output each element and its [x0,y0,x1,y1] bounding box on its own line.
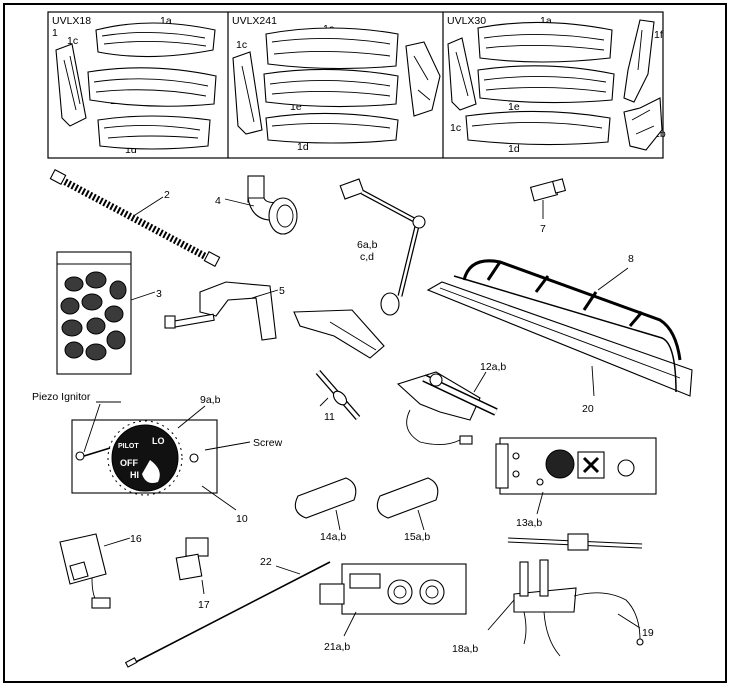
log-1c-p3 [447,37,477,111]
log-1d-p3 [465,110,611,146]
log-1e [87,67,217,107]
panel-title-uvlx30: UVLX30 [447,15,486,27]
control-knob[interactable] [111,424,179,492]
callout-21: 21a,b [324,641,350,653]
knob-lo-text: LO [152,436,165,446]
label-1a-p3: 1a [540,15,552,27]
gas-valve-13: 13a,b [495,437,657,529]
callout-7: 7 [540,223,546,235]
adapter-fitting: 17 [175,537,210,611]
mounting-clamp: 5 [164,281,285,341]
label-1b-p3: 1b [654,128,666,140]
panel-subtitle: 1 [52,27,58,39]
thermocouple: 11 [315,370,361,423]
callout-8: 8 [628,253,634,265]
label-1d: 1d [125,144,137,156]
bracket-plate [293,309,385,359]
orifice: 7 [529,178,567,235]
callout-15: 15a,b [404,531,430,543]
label-1d-p3: 1d [508,143,520,155]
log-1f-p3 [623,19,655,103]
knob-hi-text: HI [130,470,139,480]
callout-13: 13a,b [516,517,542,529]
piezo-module: 16 [59,533,142,609]
callout-2: 2 [164,189,170,201]
callout-4: 4 [215,195,221,207]
screw-label: Screw [253,437,283,449]
log-1a-p2 [265,27,399,70]
log-1a [95,22,216,58]
log-1d [97,115,211,150]
callout-20: 20 [582,403,594,415]
callout-12: 12a,b [480,361,506,373]
label-1c: 1c [67,35,78,47]
callout-10: 10 [236,513,248,525]
callout-11: 11 [324,411,335,423]
lava-rock-bag: 3 [56,251,162,375]
pilot-assembly: 6a,b c,d [339,178,426,316]
callout-14: 14a,b [320,531,346,543]
log-1c-p2 [232,51,263,135]
burner-assembly: 8 20 [426,253,693,415]
label-1a: 1a [160,15,172,27]
log-1e-p2 [263,68,399,108]
log-1b-p2 [405,41,441,117]
callout-17: 17 [198,599,210,611]
knob-pilot-text: PILOT [118,443,139,450]
log-1e-p3 [477,65,615,104]
log-set-panel: UVLX18 1 1a 1c 1e 1d UVLX241 1a 1c 1e 1b… [47,11,666,159]
log-1a-p3 [477,21,613,63]
log-1d-p2 [265,112,399,144]
label-1e-p2: 1e [290,101,302,113]
label-1f-p3: 1f [654,29,663,41]
log-1c [55,43,87,127]
label-1c-p3: 1c [450,122,461,134]
pilot-valve-assembly: 12a,b [396,361,506,445]
label-1c-p2: 1c [236,39,247,51]
label-1e-p3: 1e [508,101,520,113]
panel-title-uvlx18: UVLX18 [52,15,91,27]
callout-6ab: 6a,b [357,239,378,251]
elbow-fitting: 4 [215,175,298,235]
callout-9: 9a,b [200,394,221,406]
ignitor-wire: 22 [124,556,331,668]
tube-15: 15a,b [376,477,439,543]
pilot-bracket-assembly: 18a,b 19 [452,533,654,657]
gas-valve-21: 21a,b [319,563,467,653]
label-1d-p2: 1d [297,141,309,153]
callout-18: 18a,b [452,643,478,655]
callout-6cd: c,d [360,251,374,263]
callout-16: 16 [130,533,142,545]
control-panel: PILOT OFF LO HI Piezo Ignitor Screw 9a,b… [32,391,283,525]
callout-22: 22 [260,556,272,568]
log-1b-p3 [623,97,663,151]
knob-off-text: OFF [120,458,138,468]
callout-5: 5 [279,285,285,297]
callout-19: 19 [642,627,654,639]
tube-14: 14a,b [294,477,357,543]
panel-title-uvlx241: UVLX241 [232,15,277,27]
flex-gas-line: 2 [49,169,221,267]
piezo-ignitor-label: Piezo Ignitor [32,391,91,403]
callout-3: 3 [156,288,162,300]
